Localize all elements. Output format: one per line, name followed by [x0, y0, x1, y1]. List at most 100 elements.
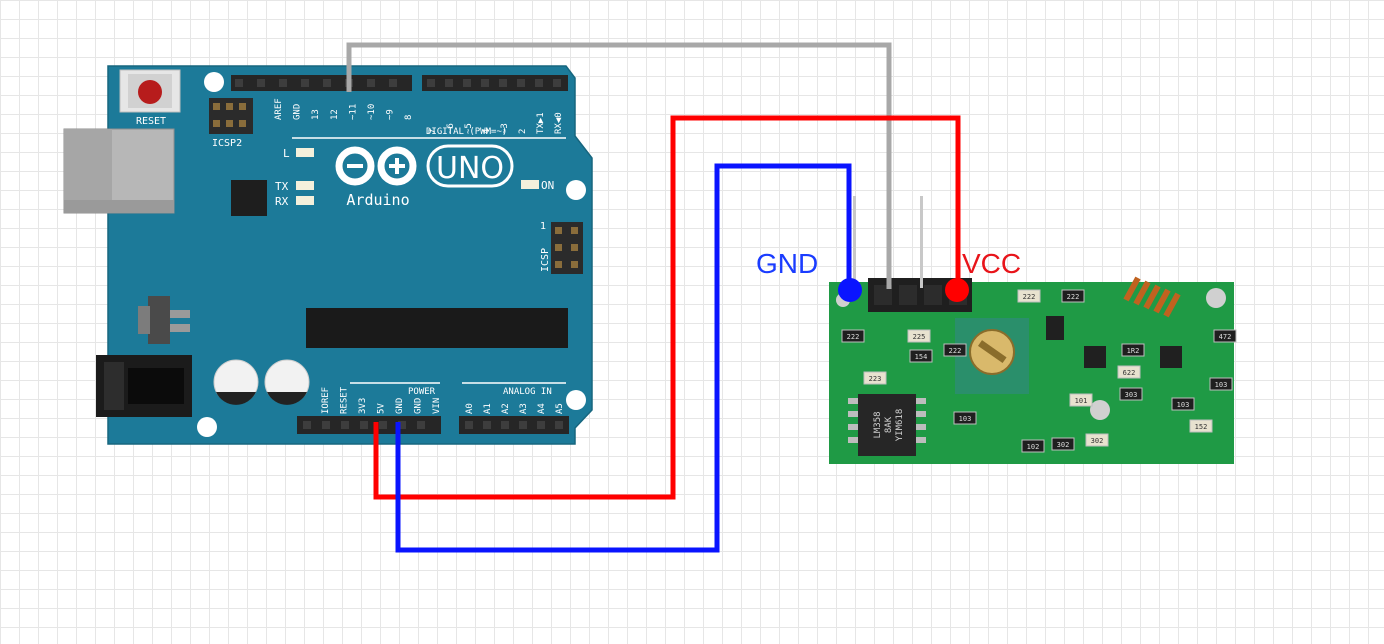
power-jack	[96, 355, 192, 417]
smd-code: 225	[913, 333, 926, 341]
smd-component	[1085, 433, 1109, 447]
power-pin-label: RESET	[340, 386, 350, 414]
transistor	[1084, 346, 1106, 368]
digital-pin-label: 12	[330, 109, 340, 120]
gnd-label: GND	[756, 248, 819, 279]
power-pin-label: VIN	[432, 398, 442, 414]
gnd-pin-dot	[838, 278, 862, 302]
lm358-chip	[848, 394, 926, 456]
analog-pin-label: A5	[555, 403, 565, 414]
mounting-hole	[566, 390, 586, 410]
smd-code: 472	[1219, 333, 1232, 341]
digital-pin-label: 13	[311, 109, 321, 120]
smd-component	[907, 329, 931, 343]
analog-pin-label: A3	[519, 403, 529, 414]
smd-component	[1171, 397, 1195, 411]
trimmer-potentiometer	[955, 318, 1029, 394]
analog-label: ANALOG IN	[503, 387, 552, 397]
smd-code: 101	[1075, 397, 1088, 405]
digital-pin-labels-low: 7 ~6 ~5 4 ~3 2 TX▶1 RX◀0	[428, 112, 564, 134]
analog-pin-label: A2	[501, 403, 511, 414]
smd-component	[1061, 289, 1085, 303]
svg-text:8AK: 8AK	[884, 416, 894, 433]
smd-component	[1119, 387, 1143, 401]
smd-component	[1069, 393, 1093, 407]
digital-pin-label: 2	[518, 129, 528, 134]
mounting-hole	[197, 417, 217, 437]
mounting-hole	[204, 72, 224, 92]
data-wire	[346, 42, 892, 289]
digital-header-high	[231, 75, 412, 91]
smd-code: 302	[1057, 441, 1070, 449]
digital-pin-label: GND	[293, 104, 303, 120]
smd-code: 222	[949, 347, 962, 355]
led-on	[521, 180, 539, 189]
smd-code: 222	[847, 333, 860, 341]
svg-text:LM358: LM358	[873, 411, 883, 438]
smd-code: 622	[1123, 369, 1136, 377]
digital-pin-label: ~3	[500, 123, 510, 134]
via	[1090, 400, 1110, 420]
icsp2-header	[209, 98, 253, 134]
smd-code: 103	[1177, 401, 1190, 409]
power-pin-label: 5V	[377, 403, 387, 414]
analog-pin-label: A0	[465, 403, 475, 414]
chip-marking: LM358 8AK YIM618	[873, 409, 905, 442]
led-rx	[296, 196, 314, 205]
usb-chip	[231, 180, 267, 216]
smd-component	[1021, 439, 1045, 453]
digital-pin-label: RX◀0	[554, 112, 564, 134]
reset-label: RESET	[136, 116, 166, 127]
smd-code: 222	[1023, 293, 1036, 301]
vcc-wire	[373, 115, 961, 500]
vcc-pin-dot	[945, 278, 969, 302]
mounting-hole	[566, 180, 586, 200]
digital-pin-label: ~11	[348, 104, 358, 120]
on-label: ON	[541, 179, 554, 192]
smd-component	[953, 411, 977, 425]
smd-code: 223	[869, 375, 882, 383]
voltage-regulator	[138, 296, 190, 344]
reset-button	[119, 69, 181, 113]
smd-component	[1117, 365, 1141, 379]
power-pin-label: 3V3	[358, 398, 368, 414]
digital-pin-label: 7	[428, 129, 438, 134]
digital-pin-label: ~5	[464, 123, 474, 134]
smd-code: 1R2	[1127, 347, 1140, 355]
capacitor	[213, 359, 259, 405]
capacitor	[264, 359, 310, 405]
transistor	[1046, 316, 1064, 340]
arduino-logo	[335, 144, 514, 188]
smd-component	[909, 349, 933, 363]
led-rx-label: RX	[275, 195, 289, 208]
digital-pin-label: 4	[482, 129, 492, 134]
digital-pin-label: 8	[404, 115, 414, 120]
smd-component	[1189, 419, 1213, 433]
smd-component	[1121, 343, 1145, 357]
smd-component	[841, 329, 865, 343]
svg-text:YIM618: YIM618	[895, 409, 905, 442]
power-label: POWER	[408, 387, 436, 397]
vcc-label: VCC	[962, 248, 1022, 279]
power-header	[297, 416, 441, 434]
smd-component	[863, 371, 887, 385]
receiver-pin	[920, 196, 923, 288]
analog-header	[459, 416, 569, 434]
digital-pin-label: TX▶1	[536, 112, 546, 134]
digital-pin-label: ~6	[446, 123, 456, 134]
smd-code: 302	[1091, 437, 1104, 445]
smd-code: 152	[1195, 423, 1208, 431]
smd-component	[1213, 329, 1237, 343]
smd-code: 303	[1125, 391, 1138, 399]
led-l-label: L	[283, 147, 290, 160]
smd-component	[1017, 289, 1041, 303]
digital-label: DIGITAL (PWM=~)	[426, 127, 507, 137]
arduino-logo-text: Arduino	[346, 191, 409, 209]
analog-pin-label: A4	[537, 403, 547, 414]
